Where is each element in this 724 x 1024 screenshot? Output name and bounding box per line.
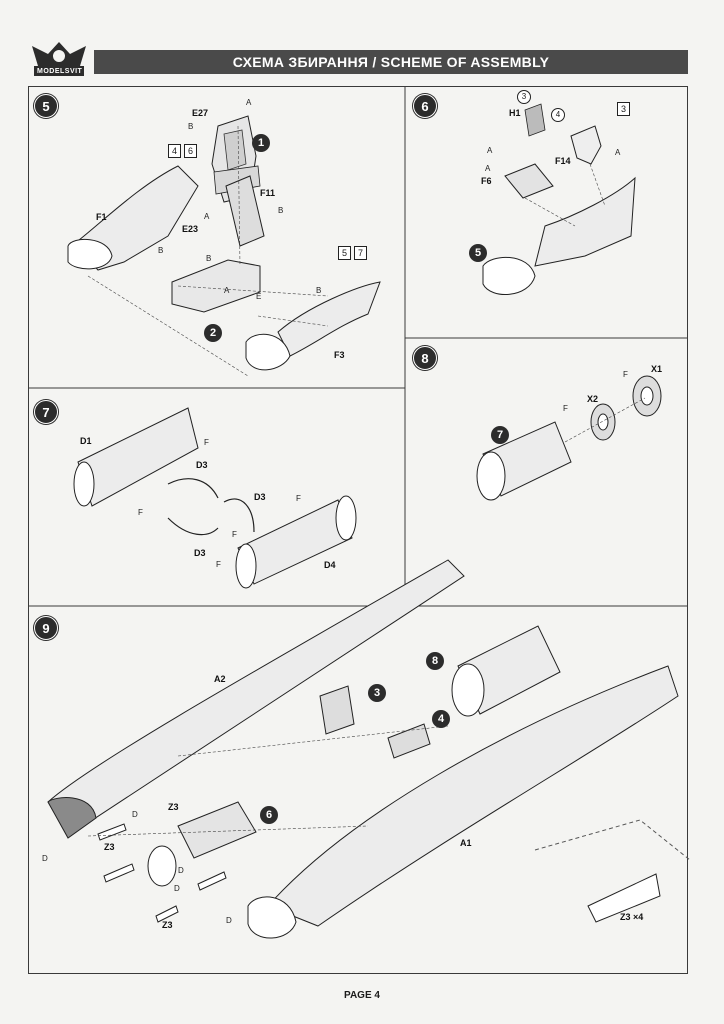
glue-label: F (563, 404, 568, 413)
part-label: F14 (555, 156, 571, 166)
step-9-substep-8: 8 (426, 652, 444, 670)
glue-label: E (256, 292, 262, 301)
glue-label: D (178, 866, 184, 875)
glue-label: B (188, 122, 194, 131)
glue-label: F (204, 438, 209, 447)
glue-label: A (246, 98, 252, 107)
step-9-substep-3: 3 (368, 684, 386, 702)
step-5-substep-1: 1 (252, 134, 270, 152)
part-label: Z3 ×4 (620, 912, 644, 922)
part-label: F6 (481, 176, 492, 186)
step-9-badge: 9 (34, 616, 58, 640)
glue-label: A (615, 148, 621, 157)
reference-circle: 3 (517, 90, 531, 104)
glue-label: B (316, 286, 322, 295)
step-5-substep-2: 2 (204, 324, 222, 342)
part-label: D3 (194, 548, 206, 558)
part-label: E23 (182, 224, 199, 234)
step-5-panel: 5 1 2 E27 F11 E23 F1 F3 A B B A B B A E … (28, 86, 405, 388)
reference-box: 3 (617, 102, 630, 116)
part-label: F3 (334, 350, 345, 360)
logo-text: MODELSVIT (37, 68, 83, 75)
step-6-substep-5: 5 (469, 244, 487, 262)
glue-label: A (204, 212, 210, 221)
glue-label: F (623, 370, 628, 379)
step-6-badge: 6 (413, 94, 437, 118)
step-8-substep-7: 7 (491, 426, 509, 444)
instruction-frame (28, 86, 688, 974)
step-5-drawing (67, 115, 381, 377)
part-label: H1 (509, 108, 521, 118)
step-7-panel: 7 D1 D3 D3 D3 D4 F F F F F (28, 388, 405, 606)
step-6-drawing (482, 103, 636, 295)
step-9-drawing (47, 559, 679, 939)
part-label: Z3 (162, 920, 173, 930)
reference-box: 6 (184, 144, 197, 158)
step-9-substep-4: 4 (432, 710, 450, 728)
part-label: E27 (192, 108, 209, 118)
step-8-badge: 8 (413, 346, 437, 370)
part-label: A2 (214, 674, 226, 684)
part-label: X2 (587, 394, 599, 404)
glue-label: A (224, 286, 230, 295)
reference-box: 4 (168, 144, 181, 158)
step-8-drawing (476, 375, 662, 501)
part-label: D3 (196, 460, 208, 470)
glue-label: F (296, 494, 301, 503)
step-8-panel: 8 7 X1 X2 F F (405, 338, 688, 606)
step-6-panel: 6 5 H1 F14 F6 A A A 3 3 4 (405, 86, 688, 338)
part-label: Z3 (104, 842, 115, 852)
glue-label: D (42, 854, 48, 863)
glue-label: F (138, 508, 143, 517)
glue-label: B (206, 254, 212, 263)
glue-label: D (226, 916, 232, 925)
glue-label: D (174, 884, 180, 893)
glue-label: A (487, 146, 493, 155)
part-label: Z3 (168, 802, 179, 812)
page-number: PAGE 4 (344, 990, 380, 1001)
glue-label: F (232, 530, 237, 539)
modelsvit-logo: MODELSVIT (28, 40, 90, 80)
reference-box: 7 (354, 246, 367, 260)
part-label: F11 (260, 188, 276, 198)
part-label: X1 (651, 364, 663, 374)
part-label: D4 (324, 560, 336, 570)
part-label: F1 (96, 212, 107, 222)
glue-label: B (158, 246, 164, 255)
step-7-drawing (73, 407, 357, 589)
glue-label: F (216, 560, 221, 569)
step-9-substep-6: 6 (260, 806, 278, 824)
page-title: СХЕМА ЗБИРАННЯ / SCHEME OF ASSEMBLY (94, 50, 688, 74)
part-label: D1 (80, 436, 92, 446)
step-5-badge: 5 (34, 94, 58, 118)
step-7-badge: 7 (34, 400, 58, 424)
part-label: A1 (460, 838, 472, 848)
step-9-panel: 9 3 4 8 6 A2 A1 Z3 Z3 Z3 Z3 ×4 D D (28, 559, 688, 974)
reference-circle: 4 (551, 108, 565, 122)
reference-box: 5 (338, 246, 351, 260)
glue-label: D (132, 810, 138, 819)
glue-label: B (278, 206, 284, 215)
logo-emblem (32, 42, 86, 76)
glue-label: A (485, 164, 491, 173)
part-label: D3 (254, 492, 266, 502)
